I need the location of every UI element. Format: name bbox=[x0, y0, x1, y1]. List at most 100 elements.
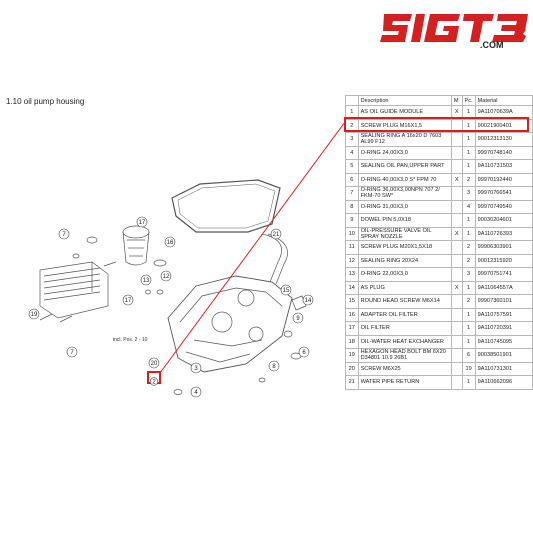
cell-pos: 12 bbox=[345, 253, 359, 268]
cell-pc: 2 bbox=[461, 253, 476, 268]
section-title: 1.10 oil pump housing bbox=[6, 97, 85, 106]
cell-m bbox=[450, 253, 463, 268]
exploded-parts-diagram: 7 17 16 13 12 19 7 17 15 14 9 21 6 8 3 4… bbox=[28, 121, 345, 398]
cell-pc: 1 bbox=[461, 307, 476, 322]
cell-pos: 2 bbox=[345, 118, 359, 133]
header-material: Material bbox=[474, 95, 533, 106]
cell-desc: OIL FILTER bbox=[357, 321, 452, 336]
cell-desc: HEXAGON HEAD BOLT BM 6X20 D34801 10.9 26… bbox=[357, 348, 452, 363]
cell-pc: 1 bbox=[461, 375, 476, 390]
cell-m bbox=[450, 294, 463, 309]
cell-m bbox=[450, 375, 463, 390]
brand-logo bbox=[380, 14, 528, 42]
cell-pos: 4 bbox=[345, 145, 359, 160]
cell-mat: 9A110726393 bbox=[474, 226, 533, 241]
cell-m bbox=[450, 213, 463, 228]
callout-4: 4 bbox=[194, 390, 198, 396]
cell-m: X bbox=[450, 172, 463, 187]
callout-13: 13 bbox=[143, 278, 150, 284]
cell-mat: 9A11064557A bbox=[474, 280, 533, 295]
cell-pos: 17 bbox=[345, 321, 359, 336]
header-description: Description bbox=[357, 95, 452, 106]
cell-pos: 11 bbox=[345, 240, 359, 255]
callout-17a: 17 bbox=[139, 220, 146, 226]
cell-mat: 99970751741 bbox=[474, 267, 533, 282]
cell-m bbox=[450, 159, 463, 174]
logo-domain: .COM bbox=[480, 40, 504, 50]
cell-pos: 15 bbox=[345, 294, 359, 309]
cell-mat: 9A110757591 bbox=[474, 307, 533, 322]
cell-desc: ROUND HEAD SCREW M6X14 bbox=[357, 294, 452, 309]
highlighted-callout-2[interactable]: 2 bbox=[147, 371, 161, 386]
cell-pc: 19 bbox=[461, 361, 476, 376]
cell-desc: SCREW M6X25 bbox=[357, 361, 452, 376]
cell-desc: AS PLUG bbox=[357, 280, 452, 295]
cell-desc: O-RING 36,00X3,00NPN 707 2/ FKM-70 SW* bbox=[357, 186, 452, 201]
cell-pos: 14 bbox=[345, 280, 359, 295]
cell-mat: 99970192440 bbox=[474, 172, 533, 187]
oil-pan-gasket-drawing bbox=[171, 179, 281, 233]
header-pc: Pc. bbox=[461, 95, 476, 106]
callout-9: 9 bbox=[296, 316, 300, 322]
water-pipe-drawing bbox=[261, 233, 288, 285]
cell-desc: WATER PIPE RETURN bbox=[357, 375, 452, 390]
header-pos bbox=[345, 95, 359, 106]
table-header-row: Description M Pc. Material bbox=[345, 95, 533, 106]
cell-pos: 5 bbox=[345, 159, 359, 174]
cell-pos: 6 bbox=[345, 172, 359, 187]
callout-3: 3 bbox=[194, 366, 198, 372]
callout-21: 21 bbox=[273, 232, 280, 238]
cell-desc: O-RING 22,00X3,0 bbox=[357, 267, 452, 282]
cell-pc: 2 bbox=[461, 172, 476, 187]
callout-leader-line bbox=[159, 121, 345, 374]
cell-pos: 16 bbox=[345, 307, 359, 322]
callout-6: 6 bbox=[302, 350, 306, 356]
cell-pos: 3 bbox=[345, 132, 359, 147]
cell-pos: 13 bbox=[345, 267, 359, 282]
cell-desc: SCREW PLUG M16X1,5 bbox=[357, 118, 452, 133]
callout-19: 19 bbox=[31, 312, 38, 318]
callout-14: 14 bbox=[305, 298, 312, 304]
cell-pc: 1 bbox=[461, 334, 476, 349]
cell-desc: DOWEL PIN 5,0X18 bbox=[357, 213, 452, 228]
cell-desc: SEALING RING A 16x20 D 7603 AL99 F12 bbox=[357, 132, 452, 147]
cell-m: X bbox=[450, 226, 463, 241]
cell-desc: OIL-WATER HEAT EXCHANGER bbox=[357, 334, 452, 349]
cell-m bbox=[450, 145, 463, 160]
cell-mat: 9A110731503 bbox=[474, 159, 533, 174]
cell-pc: 2 bbox=[461, 294, 476, 309]
cell-pos: 9 bbox=[345, 213, 359, 228]
cell-desc: SEALING OIL PAN,UPPER PART bbox=[357, 159, 452, 174]
cell-pc: 3 bbox=[461, 186, 476, 201]
callout-12: 12 bbox=[163, 274, 170, 280]
cell-mat: 9A11070639A bbox=[474, 105, 533, 120]
cell-pc: 1 bbox=[461, 321, 476, 336]
cell-m bbox=[450, 348, 463, 363]
cell-pc: 4 bbox=[461, 199, 476, 214]
cell-mat: 99970748140 bbox=[474, 145, 533, 160]
cell-mat: 99906303901 bbox=[474, 240, 533, 255]
cell-pos: 21 bbox=[345, 375, 359, 390]
cell-desc: OIL-PRESSURE VALVE OIL SPRAY NOZZLE bbox=[357, 226, 452, 241]
